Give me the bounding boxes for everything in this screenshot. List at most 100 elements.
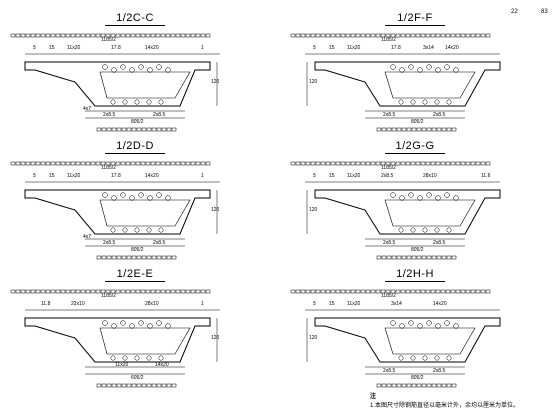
total-width: 1185/2 bbox=[101, 37, 116, 43]
scale-cell bbox=[80, 161, 86, 166]
scale-cell bbox=[125, 289, 131, 294]
scale-cell bbox=[105, 33, 111, 38]
scale-cell bbox=[465, 289, 471, 294]
scale-cell bbox=[295, 289, 301, 294]
scale-cell bbox=[131, 127, 137, 132]
dim-label: 2x8.5 bbox=[433, 368, 446, 374]
scale-cell bbox=[310, 289, 316, 294]
scale-cell bbox=[30, 289, 36, 294]
scale-cell bbox=[126, 127, 132, 132]
tendon-marker bbox=[129, 67, 135, 73]
bottom-total: 805/2 bbox=[411, 247, 424, 253]
dim-label: 15 bbox=[49, 173, 55, 179]
total-width: 1185/2 bbox=[381, 37, 396, 43]
tendon-marker bbox=[110, 355, 116, 361]
section-outline bbox=[24, 317, 211, 363]
section-f: 1/2F-F 5 15 11x20 17.8 14x20 3x14 1185/2… bbox=[285, 10, 555, 136]
scale-cell bbox=[35, 289, 41, 294]
scale-cell bbox=[295, 33, 301, 38]
scale-cell bbox=[140, 33, 146, 38]
scale-cell bbox=[396, 383, 402, 388]
dim-label: 1 bbox=[201, 301, 204, 307]
scale-cell bbox=[111, 383, 117, 388]
scale-cell bbox=[205, 289, 211, 294]
scale-cell bbox=[325, 33, 331, 38]
scale-cell bbox=[450, 33, 456, 38]
scale-cell bbox=[106, 127, 112, 132]
scale-cell bbox=[300, 161, 306, 166]
tendon-marker bbox=[110, 99, 116, 105]
scale-cell bbox=[416, 383, 422, 388]
tendon-marker bbox=[444, 192, 450, 198]
scale-cell bbox=[15, 33, 21, 38]
scale-cell bbox=[445, 33, 451, 38]
scale-cell bbox=[130, 289, 136, 294]
scale-cell bbox=[130, 33, 136, 38]
scale-cell bbox=[20, 33, 26, 38]
tendon-marker bbox=[408, 64, 414, 70]
scale-cell bbox=[370, 33, 376, 38]
dim-label: 15 bbox=[49, 45, 55, 51]
scale-cell bbox=[325, 161, 331, 166]
scale-cell bbox=[141, 255, 147, 260]
dim-label: 5 bbox=[33, 173, 36, 179]
scale-cell bbox=[470, 161, 476, 166]
scale-cell bbox=[345, 289, 351, 294]
tendon-marker bbox=[102, 320, 108, 326]
section-outline bbox=[314, 317, 501, 363]
tendon-marker bbox=[444, 64, 450, 70]
section-drawing bbox=[10, 161, 220, 260]
scale-cell bbox=[101, 383, 107, 388]
scale-cell bbox=[406, 255, 412, 260]
dim-label: 2x8.5 bbox=[103, 112, 116, 118]
scale-cell bbox=[425, 33, 431, 38]
scale-cell bbox=[485, 33, 491, 38]
section-e: 1/2E-E 11.8 22x10 28x10 1 1185/2 11x20 1… bbox=[5, 266, 275, 392]
scale-cell bbox=[115, 289, 121, 294]
dim-label: 2x8.5 bbox=[383, 112, 396, 118]
tendon-marker bbox=[444, 320, 450, 326]
scale-cell bbox=[165, 289, 171, 294]
scale-cell bbox=[470, 33, 476, 38]
scale-cell bbox=[106, 255, 112, 260]
dim-label: 2x8.5 bbox=[383, 368, 396, 374]
scale-cell bbox=[425, 161, 431, 166]
scale-cell bbox=[45, 161, 51, 166]
scale-cell bbox=[165, 33, 171, 38]
scale-cell bbox=[360, 33, 366, 38]
scale-cell bbox=[421, 255, 427, 260]
scale-cell bbox=[425, 289, 431, 294]
dim-label: 2x8.5 bbox=[153, 240, 166, 246]
scale-cell bbox=[105, 161, 111, 166]
scale-cell bbox=[156, 383, 162, 388]
scale-cell bbox=[90, 289, 96, 294]
scale-cell bbox=[121, 255, 127, 260]
scale-cell bbox=[451, 127, 457, 132]
scale-cell bbox=[151, 127, 157, 132]
scale-cell bbox=[101, 255, 107, 260]
scale-cell bbox=[400, 161, 406, 166]
scale-cell bbox=[25, 33, 31, 38]
scale-cell bbox=[155, 289, 161, 294]
inner-void bbox=[99, 71, 191, 99]
tendon-marker bbox=[399, 195, 405, 201]
tendon-marker bbox=[453, 67, 459, 73]
scale-cell bbox=[381, 127, 387, 132]
scale-cell bbox=[155, 161, 161, 166]
scale-cell bbox=[460, 161, 466, 166]
tendon-marker bbox=[410, 355, 416, 361]
scale-cell bbox=[390, 33, 396, 38]
dim-label: 5 bbox=[313, 173, 316, 179]
tendon-marker bbox=[120, 320, 126, 326]
height-label: 120 bbox=[211, 207, 220, 213]
scale-cell bbox=[141, 127, 147, 132]
bottom-total: 605/2 bbox=[131, 375, 144, 381]
scale-cell bbox=[345, 161, 351, 166]
bottom-scale-strip bbox=[96, 127, 177, 132]
tendon-marker bbox=[120, 192, 126, 198]
scale-cell bbox=[355, 33, 361, 38]
inner-void bbox=[384, 199, 476, 227]
scale-cell bbox=[136, 127, 142, 132]
tendon-marker bbox=[390, 320, 396, 326]
tendon-marker bbox=[120, 64, 126, 70]
